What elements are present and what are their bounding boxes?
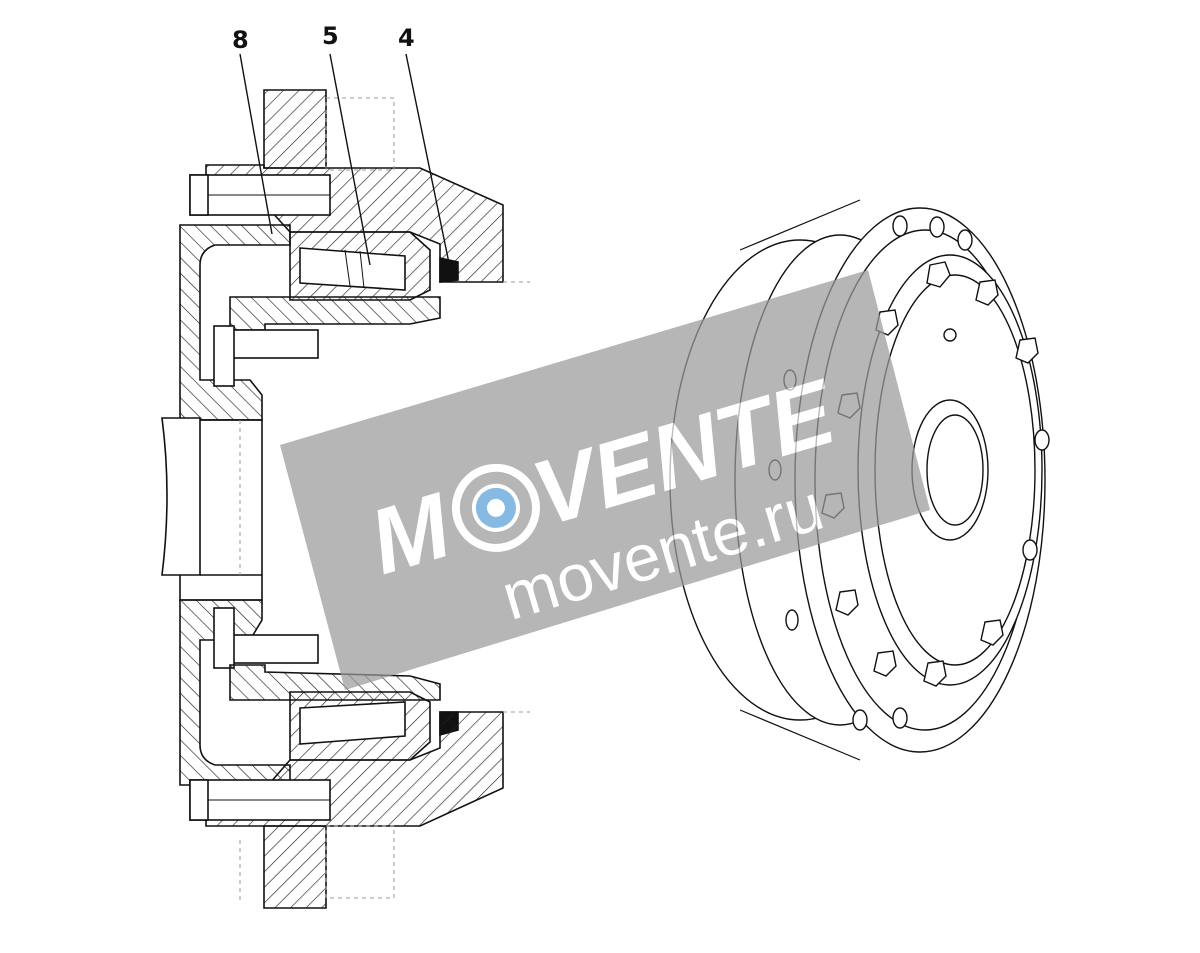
- top-stud: [231, 329, 319, 359]
- top-seal: [439, 257, 459, 283]
- end-cover: [179, 224, 291, 421]
- callout-4: 4: [398, 24, 415, 52]
- top-inner-race: [229, 296, 441, 331]
- cross-section-view: [161, 53, 530, 909]
- center-plug: [161, 417, 201, 576]
- top-tapered-bearing-roller: [299, 247, 406, 291]
- bottom-tapered-bearing-roller: [299, 701, 406, 745]
- construction-lines: [239, 97, 530, 900]
- top-mounting-flange: [263, 89, 327, 169]
- grease-fitting: [943, 328, 957, 342]
- watermark-bearing-logo: [451, 463, 540, 552]
- bottom-mounting-flange: [263, 825, 327, 909]
- bottom-stud: [231, 634, 319, 664]
- hub-center-bore: [911, 399, 989, 541]
- watermark-band: [280, 270, 930, 690]
- callout-8: 8: [232, 26, 249, 54]
- leader-lines: [239, 53, 451, 269]
- callout-5: 5: [322, 22, 339, 50]
